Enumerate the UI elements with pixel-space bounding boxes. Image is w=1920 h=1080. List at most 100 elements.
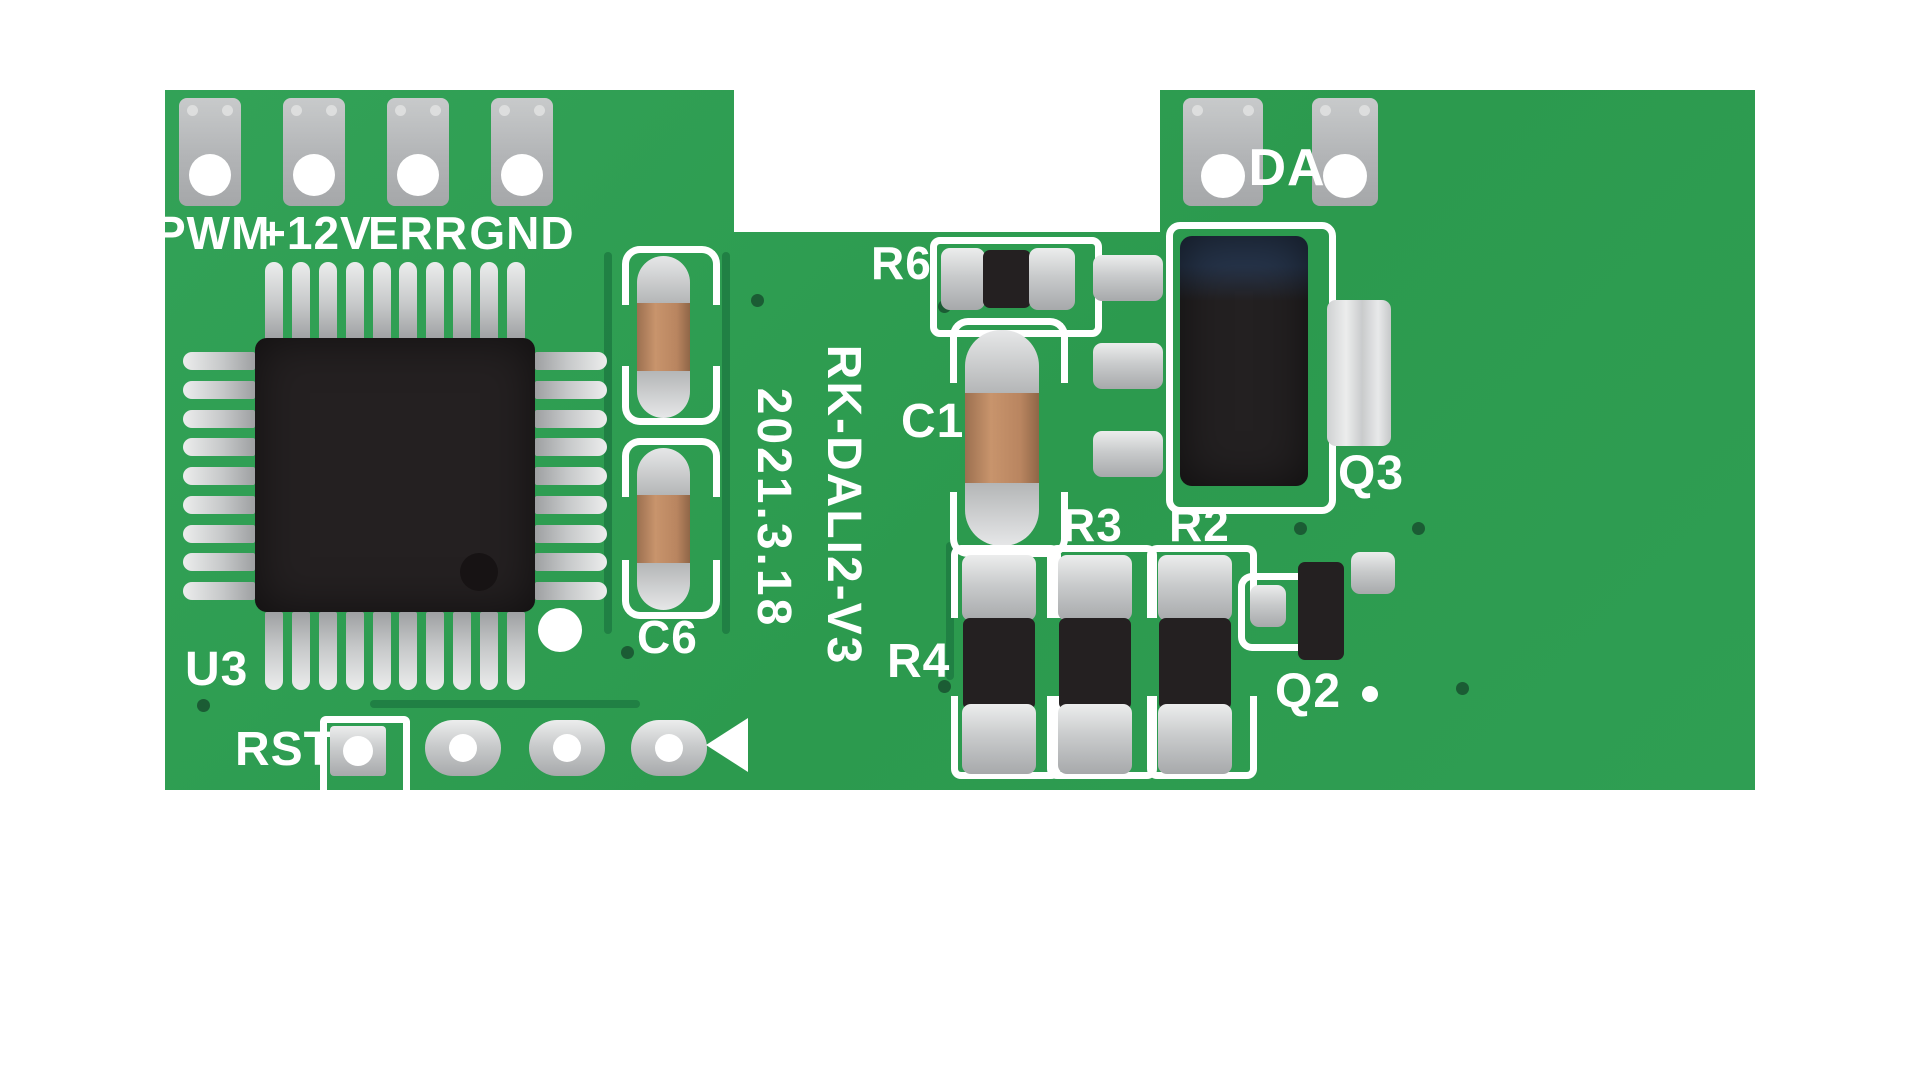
c6-silkscreen-bottom: [622, 366, 720, 425]
pcb-board: PWM +12V ERR GND DA U3: [165, 90, 1755, 790]
connector-dot: [222, 105, 233, 116]
r4-silkscreen-bottom: [951, 696, 1061, 779]
ic-pin: [183, 380, 255, 399]
fiducial-dot: [1362, 686, 1378, 702]
ic-pin: [183, 553, 255, 572]
connector-dot: [430, 105, 441, 116]
q3-pad-1: [1093, 255, 1163, 301]
12v-label: +12V: [259, 207, 372, 259]
capacitor-end: [965, 330, 1039, 393]
connector-dot: [326, 105, 337, 116]
via: [1412, 522, 1425, 535]
connector-dot: [395, 105, 406, 116]
c1-silkscreen-top: [950, 318, 1068, 383]
connector-dot: [187, 105, 198, 116]
q3-transistor-body: [1180, 236, 1308, 486]
ic-pin: [265, 262, 283, 340]
q3-label: Q3: [1338, 447, 1405, 500]
q2-silkscreen-bracket: [1238, 573, 1303, 651]
c6-silkscreen-bottom2: [622, 560, 720, 619]
c6-silkscreen-top: [622, 246, 720, 305]
u3-label: U3: [185, 643, 249, 696]
r2-pad-top: [1158, 555, 1232, 621]
connector-dot: [499, 105, 510, 116]
ic-pin: [183, 524, 255, 543]
12v-connector-pad: [283, 98, 345, 206]
ic-pin: [183, 352, 255, 370]
u3-pins-bottom: [265, 612, 525, 690]
via: [197, 699, 210, 712]
ic-pin: [453, 262, 472, 340]
ic-pin: [535, 467, 607, 485]
r4-silkscreen-top: [951, 545, 1061, 618]
u3-pins-top: [265, 262, 525, 340]
ic-pin: [506, 262, 525, 340]
c1-capacitor: [965, 330, 1039, 546]
ic-pin: [265, 612, 283, 690]
u3-pin1-dot: [460, 553, 498, 591]
c1-label: C1: [901, 395, 965, 448]
u3-pins-left: [183, 352, 255, 600]
r2-pad-bottom: [1158, 704, 1232, 774]
capacitor-body: [637, 302, 690, 372]
r4-resistor-body: [963, 618, 1035, 710]
ic-pin: [535, 380, 607, 399]
r2-label: R2: [1169, 499, 1230, 551]
ic-pin: [426, 262, 445, 340]
r3-label: R3: [1062, 499, 1123, 551]
via: [1456, 682, 1469, 695]
ic-pin: [480, 612, 498, 690]
program-pad-3: [631, 720, 707, 776]
q3-pad-2: [1093, 343, 1163, 389]
connector-dot: [1320, 105, 1331, 116]
ic-pin: [535, 582, 607, 600]
silk-model: RK-DALI2-V3: [817, 344, 870, 666]
c6-capacitor-2: [637, 448, 690, 610]
ic-pin: [453, 612, 472, 690]
err-connector-pad: [387, 98, 449, 206]
via: [938, 680, 951, 693]
ic-pin: [506, 612, 525, 690]
ic-pin: [535, 352, 607, 370]
r6-pad-left: [941, 248, 985, 310]
gnd-connector-pad: [491, 98, 553, 206]
q2-transistor-body: [1298, 562, 1344, 660]
capacitor-end: [965, 483, 1039, 546]
pwm-connector-pad: [179, 98, 241, 206]
capacitor-end: [637, 448, 690, 495]
connector-dot: [1243, 105, 1254, 116]
err-label: ERR: [367, 207, 469, 259]
u3-chip-body: [255, 338, 535, 612]
pin1-arrow-marker: [706, 718, 748, 772]
connector-dot: [1192, 105, 1203, 116]
connector-dot: [291, 105, 302, 116]
via: [621, 646, 634, 659]
trace: [722, 252, 730, 634]
ic-pin: [535, 524, 607, 543]
ic-pin: [535, 495, 607, 514]
connector-dot: [1359, 105, 1370, 116]
pwm-label: PWM: [155, 207, 271, 259]
r6-resistor-body: [983, 250, 1031, 308]
q2-label: Q2: [1275, 665, 1342, 718]
r6-label: R6: [871, 237, 932, 289]
connector-hole: [501, 154, 543, 196]
r3-pad-bottom: [1058, 704, 1132, 774]
ic-pin: [345, 612, 364, 690]
rst-pad: [330, 726, 386, 776]
program-pad-2: [529, 720, 605, 776]
c1-silkscreen-bottom: [950, 492, 1068, 557]
connector-hole: [1201, 154, 1245, 198]
ic-pin: [372, 612, 391, 690]
pad-hole: [553, 734, 581, 762]
program-pad-1: [425, 720, 501, 776]
ic-pin: [291, 612, 310, 690]
ic-pin: [372, 262, 391, 340]
u3-pins-right: [535, 352, 607, 600]
r6-pad-right: [1029, 248, 1075, 310]
pad-hole: [655, 734, 683, 762]
connector-hole: [293, 154, 335, 196]
r3-resistor-body: [1059, 618, 1131, 710]
capacitor-end: [637, 256, 690, 303]
